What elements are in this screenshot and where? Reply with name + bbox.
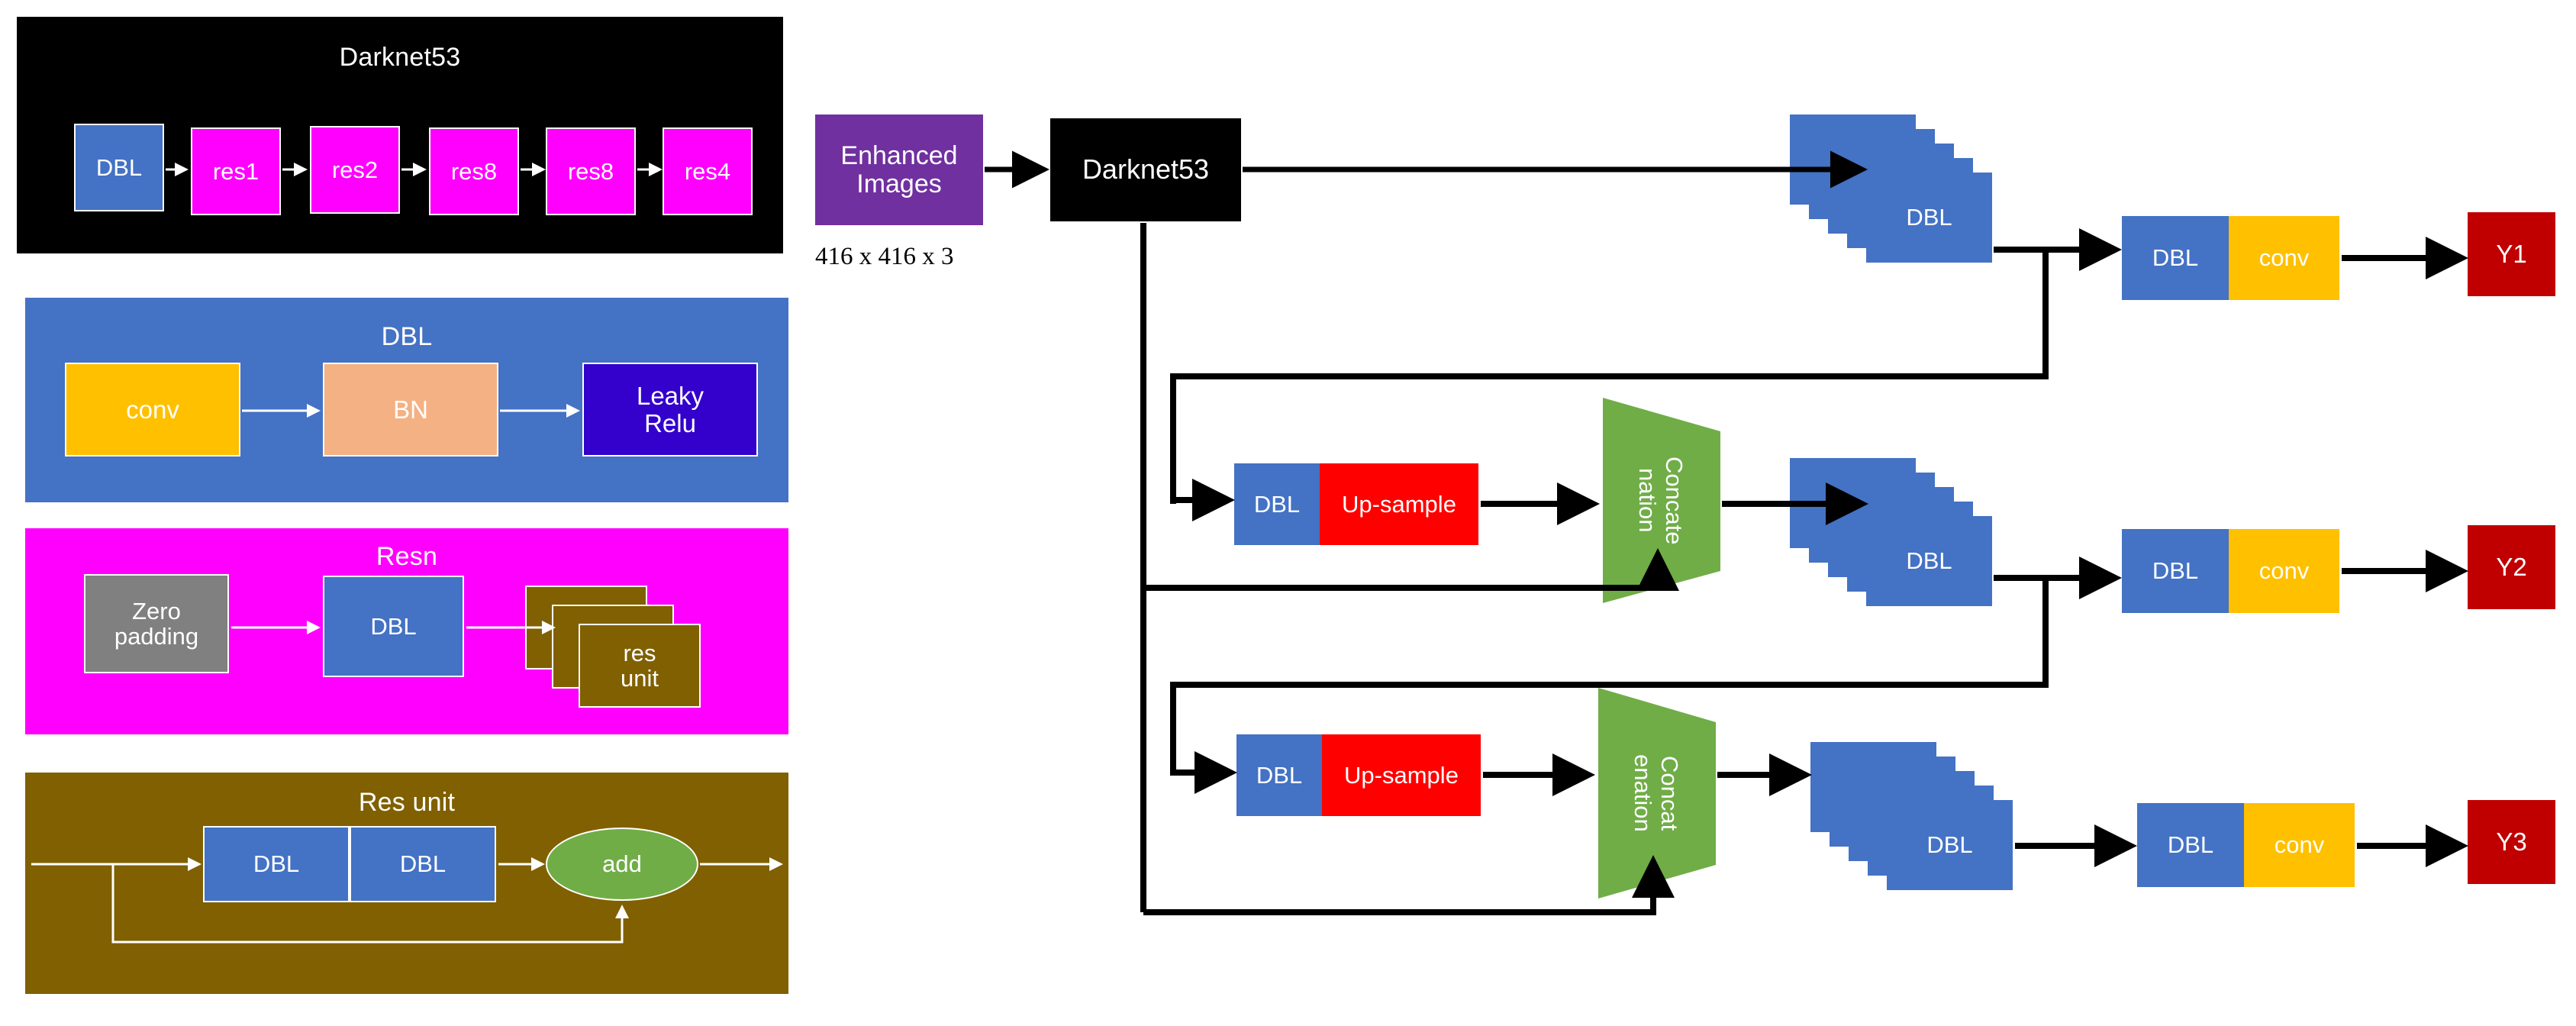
legend-panel-res-unit: Res unit DBL DBL add	[25, 773, 788, 994]
branch3-stack-1: DBL	[1887, 800, 2013, 890]
legend-darknet-block-res2: res2	[310, 126, 400, 214]
legend-resn-resunit-line1: res	[623, 639, 656, 666]
input-label-line2: Images	[856, 169, 942, 198]
legend-darknet-block-res1: res1	[191, 127, 281, 215]
legend-resn-block-zero-padding: Zero padding	[84, 574, 229, 673]
branch2-concat-line1: Concate	[1661, 456, 1688, 545]
input-enhanced-images: Enhanced Images	[815, 115, 983, 225]
branch3-head-conv: conv	[2244, 803, 2355, 887]
legend-panel-resn: Resn Zero padding DBL res unit	[25, 528, 788, 734]
legend-resn-zero-line2: padding	[114, 623, 199, 650]
input-label-line1: Enhanced	[840, 140, 958, 170]
legend-title-dbl: DBL	[381, 322, 433, 351]
branch3-pre-dbl: DBL	[1236, 734, 1322, 816]
branch2-head-dbl: DBL	[2122, 529, 2229, 613]
branch2-head-conv: conv	[2229, 529, 2339, 613]
legend-title-res-unit: Res unit	[358, 788, 456, 817]
branch3-concat-line1: Concat	[1656, 755, 1683, 831]
legend-resn-zero-line1: Zero	[132, 597, 181, 624]
branch3-head-dbl: DBL	[2137, 803, 2244, 887]
branch3-output-y3: Y3	[2468, 800, 2555, 884]
branch2-concatenation: nation Concate	[1600, 395, 1722, 605]
legend-resn-resunit-front: res unit	[579, 624, 701, 708]
legend-darknet-block-dbl: DBL	[74, 124, 164, 211]
legend-resunit-block-dbl-2: DBL	[350, 826, 496, 902]
legend-dbl-block-conv: conv	[65, 363, 240, 457]
input-caption: 416 x 416 x 3	[815, 243, 954, 270]
legend-resn-block-dbl: DBL	[323, 576, 464, 677]
legend-panel-dbl: DBL conv BN Leaky Relu	[25, 298, 788, 502]
legend-darknet-block-res4: res4	[663, 127, 753, 215]
legend-dbl-leaky-line2: Relu	[644, 408, 696, 437]
legend-title-darknet53: Darknet53	[339, 43, 461, 72]
branch1-head-dbl: DBL	[2122, 216, 2229, 300]
branch2-concat-line2: nation	[1634, 468, 1661, 533]
legend-resunit-block-dbl-1: DBL	[203, 826, 350, 902]
legend-darknet-block-res8-b: res8	[546, 127, 636, 215]
legend-resunit-block-add: add	[546, 828, 698, 901]
branch1-stack-1: DBL	[1866, 173, 1992, 263]
branch3-pre-upsample: Up-sample	[1322, 734, 1481, 816]
legend-resn-resunit-line2: unit	[621, 665, 659, 692]
branch1-head-conv: conv	[2229, 216, 2339, 300]
legend-panel-darknet53: Darknet53 DBL res1 res2 res8 res8 res4	[17, 17, 783, 253]
branch2-pre-upsample: Up-sample	[1320, 463, 1478, 545]
legend-dbl-block-leaky-relu: Leaky Relu	[582, 363, 758, 457]
branch3-concatenation: enation Concat	[1595, 686, 1717, 901]
branch2-stack-1: DBL	[1866, 516, 1992, 606]
legend-dbl-leaky-line1: Leaky	[636, 381, 704, 410]
legend-dbl-block-bn: BN	[323, 363, 498, 457]
branch3-concat-line2: enation	[1630, 754, 1656, 832]
branch1-output-y1: Y1	[2468, 212, 2555, 296]
branch2-pre-dbl: DBL	[1234, 463, 1320, 545]
branch2-output-y2: Y2	[2468, 525, 2555, 609]
legend-darknet-block-res8-a: res8	[429, 127, 519, 215]
backbone-darknet53: Darknet53	[1050, 118, 1241, 221]
legend-title-resn: Resn	[376, 542, 438, 571]
